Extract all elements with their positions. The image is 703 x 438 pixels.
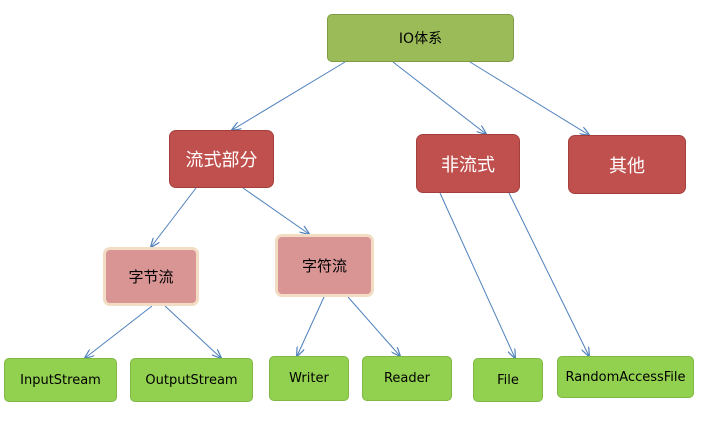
arrow-byte-stream-to-input-stream [85,305,153,358]
leaf-node-random-access-file: RandomAccessFile [557,356,694,398]
arrow-root-to-other [469,61,589,135]
leaf-node-input-stream: InputStream [4,358,117,402]
leaf-node-writer: Writer [269,356,349,401]
arrow-byte-stream-to-output-stream [164,305,221,358]
sub-node-char-stream: 字符流 [275,234,374,297]
arrow-stream-to-byte-stream [151,187,197,247]
leaf-node-file: File [473,358,543,402]
category-node-stream: 流式部分 [169,130,274,188]
arrow-char-stream-to-writer [297,296,325,356]
arrow-root-to-stream [232,61,346,130]
arrow-stream-to-char-stream [242,187,309,234]
root-node-io-system: IO体系 [327,14,514,62]
arrow-char-stream-to-reader [347,296,400,356]
arrow-non-stream-to-random-access-file [508,192,589,356]
sub-node-byte-stream: 字节流 [103,247,199,306]
category-node-non-stream: 非流式 [416,134,520,193]
arrow-non-stream-to-file [439,192,515,358]
leaf-node-output-stream: OutputStream [130,358,253,402]
category-node-other: 其他 [568,135,686,194]
leaf-node-reader: Reader [362,356,452,401]
arrow-root-to-non-stream [392,61,486,134]
